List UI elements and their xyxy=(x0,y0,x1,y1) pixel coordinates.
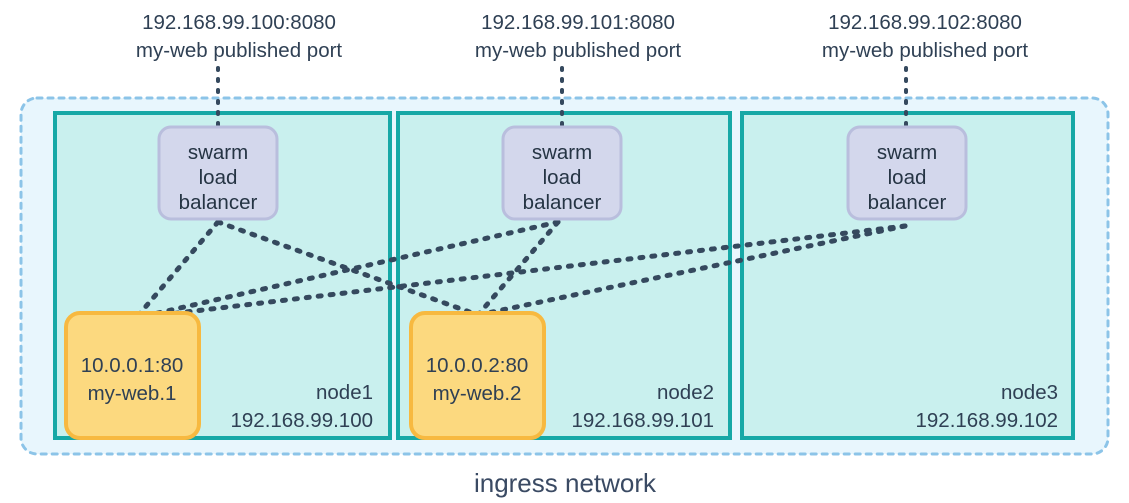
swarm-load-balancer-line1-node1: swarm xyxy=(188,141,248,164)
node-name-node3: node3 xyxy=(1001,381,1058,404)
swarm-load-balancer-line3-node1: balancer xyxy=(179,191,258,214)
swarm-load-balancer-line2-node3: load xyxy=(888,166,927,189)
mesh-line-lb3-to-task2 xyxy=(475,223,908,318)
published-port-caption-node2: my-web published port xyxy=(475,39,682,62)
published-port-address-node3: 192.168.99.102:8080 xyxy=(828,11,1022,34)
node-name-node2: node2 xyxy=(657,381,714,404)
published-port-caption-node3: my-web published port xyxy=(822,39,1029,62)
published-port-address-node2: 192.168.99.101:8080 xyxy=(481,11,675,34)
swarm-load-balancer-line2-node1: load xyxy=(199,166,238,189)
mesh-line-lb1-to-task1 xyxy=(133,219,221,321)
ingress-network-label: ingress network xyxy=(474,468,657,498)
node-ip-node3: 192.168.99.102 xyxy=(916,409,1059,432)
task-name-my-web-2: my-web.2 xyxy=(433,382,522,405)
node-name-node1: node1 xyxy=(316,381,373,404)
task-address-my-web-2: 10.0.0.2:80 xyxy=(426,354,529,377)
published-port-address-node1: 192.168.99.100:8080 xyxy=(142,11,336,34)
swarm-load-balancer-line2-node2: load xyxy=(543,166,582,189)
swarm-load-balancer-box-node3[interactable] xyxy=(846,125,968,221)
task-box-my-web-2[interactable] xyxy=(409,311,546,440)
swarm-load-balancer-box-node1[interactable] xyxy=(157,125,279,221)
mesh-line-lb2-to-task1 xyxy=(133,219,561,321)
published-port-caption-node1: my-web published port xyxy=(136,39,343,62)
swarm-load-balancer-box-node2[interactable] xyxy=(501,125,623,221)
task-name-my-web-1: my-web.1 xyxy=(88,382,177,405)
swarm-load-balancer-line1-node2: swarm xyxy=(532,141,592,164)
swarm-load-balancer-line3-node2: balancer xyxy=(523,191,602,214)
mesh-line-lb1-to-task2 xyxy=(215,219,481,318)
node-ip-node1: 192.168.99.100 xyxy=(231,409,374,432)
swarm-load-balancer-line3-node3: balancer xyxy=(868,191,947,214)
task-box-my-web-1[interactable] xyxy=(64,311,201,440)
mesh-line-lb3-to-task1 xyxy=(133,223,908,321)
mesh-line-lb2-to-task2 xyxy=(475,219,561,318)
task-address-my-web-1: 10.0.0.1:80 xyxy=(81,354,184,377)
node-ip-node2: 192.168.99.101 xyxy=(572,409,715,432)
swarm-load-balancer-line1-node3: swarm xyxy=(877,141,937,164)
